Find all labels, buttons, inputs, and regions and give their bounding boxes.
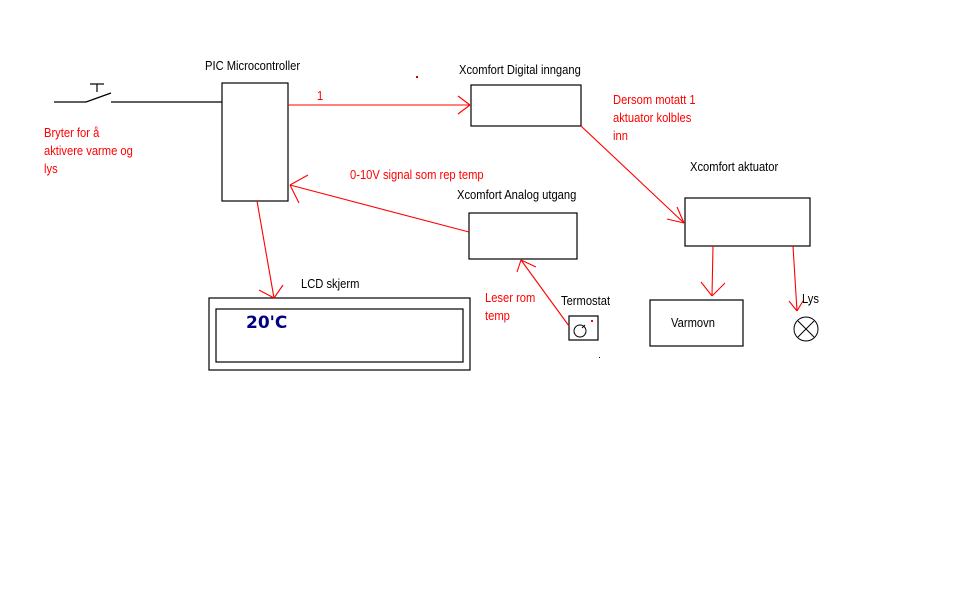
digital-input-box bbox=[470, 84, 582, 127]
analog-output-label: Xcomfort Analog utgang bbox=[457, 187, 577, 202]
received-annotation-line-1: Dersom motatt 1 bbox=[613, 92, 696, 107]
stray-dot bbox=[416, 76, 418, 78]
received-annotation-line-2: aktuator kolbles bbox=[613, 110, 692, 125]
arrow-analog-output-to-pic bbox=[289, 174, 470, 233]
thermostat-label: Termostat bbox=[561, 293, 611, 308]
lcd-inner-screen bbox=[215, 308, 464, 363]
received-annotation-line-3: inn bbox=[613, 128, 628, 143]
pic-microcontroller-label: PIC Microcontroller bbox=[205, 58, 301, 73]
digital-input-label: Xcomfort Digital inngang bbox=[459, 62, 581, 77]
analog-output-box bbox=[468, 212, 578, 260]
heater-label: Varmovn bbox=[671, 315, 715, 330]
signal-one-label: 1 bbox=[317, 88, 324, 103]
lamp-icon bbox=[793, 316, 819, 342]
arrow-pic-to-digital-input bbox=[288, 95, 471, 115]
lcd-label: LCD skjerm bbox=[301, 276, 360, 291]
stray-dot bbox=[599, 357, 600, 358]
reads-temp-annotation-line-1: Leser rom bbox=[485, 290, 536, 305]
arrow-actuator-to-heater bbox=[700, 245, 726, 297]
lamp-label: Lys bbox=[802, 291, 819, 306]
switch-annotation-line-1: Bryter for å bbox=[44, 125, 100, 140]
analog-signal-annotation: 0-10V signal som rep temp bbox=[350, 167, 484, 182]
actuator-label: Xcomfort aktuator bbox=[690, 159, 779, 174]
thermostat-icon bbox=[568, 315, 599, 341]
lcd-outer-frame bbox=[208, 297, 471, 371]
arrow-actuator-to-lamp bbox=[788, 245, 804, 312]
lcd-temperature-readout: 20'C bbox=[246, 313, 288, 333]
reads-temp-annotation-line-2: temp bbox=[485, 308, 510, 323]
switch-icon bbox=[54, 83, 222, 103]
switch-annotation-line-3: lys bbox=[44, 161, 58, 176]
arrow-thermostat-to-analog-output bbox=[516, 259, 570, 327]
actuator-box bbox=[684, 197, 811, 247]
arrow-digital-input-to-actuator bbox=[580, 125, 685, 224]
pic-microcontroller-box bbox=[221, 82, 289, 202]
arrow-pic-to-lcd bbox=[256, 200, 284, 299]
heater-box bbox=[649, 299, 744, 347]
switch-annotation-line-2: aktivere varme og bbox=[44, 143, 133, 158]
